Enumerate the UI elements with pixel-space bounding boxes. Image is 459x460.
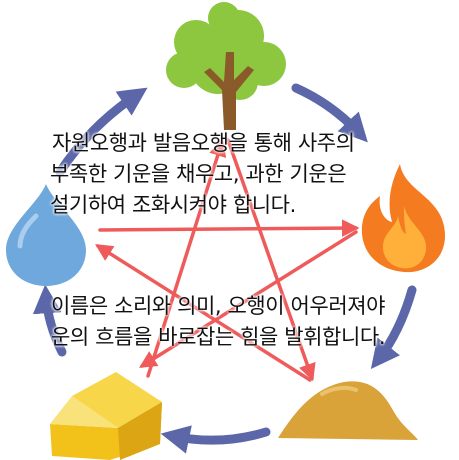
star-arrow-tree-to-earth — [226, 138, 316, 382]
caption-bottom: 이름은 소리와 의미, 오행이 어우러져야 운의 흐름을 바로잡는 힘을 발휘합… — [51, 291, 386, 353]
cycle-arrow-fire-to-earth — [370, 285, 417, 370]
star-arrow-fire-to-gold — [139, 230, 358, 368]
fire-icon — [361, 164, 445, 273]
cycle-arrow-tree-to-fire — [291, 83, 368, 143]
cycle-arrow-earth-to-gold — [160, 425, 271, 454]
caption-bottom-line-1: 이름은 소리와 의미, 오행이 어우러져야 — [51, 294, 386, 318]
cycle-arrow-water-to-tree — [55, 87, 148, 177]
gold-bar-icon — [50, 372, 162, 460]
earth-icon — [278, 381, 418, 440]
star-arrow-gold-to-tree — [146, 138, 227, 378]
caption-top: 자원오행과 발음오행을 통해 사주의 부족한 기운을 채우고, 과한 기운은 설… — [50, 128, 355, 221]
caption-top-line-2: 부족한 기운을 채우고, 과한 기운은 — [50, 162, 347, 186]
water-drop-icon — [6, 184, 86, 286]
caption-top-line-1: 자원오행과 발음오행을 통해 사주의 — [52, 131, 355, 155]
caption-bottom-line-2: 운의 흐름을 바로잡는 힘을 발휘합니다. — [51, 325, 386, 349]
generating-cycle-arrows — [32, 83, 417, 454]
tree-icon — [166, 2, 286, 130]
cycle-arrow-gold-to-water — [32, 284, 67, 357]
star-arrow-earth-to-water — [95, 244, 312, 382]
controlling-star-arrows — [95, 138, 360, 382]
star-arrow-water-to-fire — [98, 219, 360, 237]
caption-top-line-3: 설기하여 조화시켜야 합니다. — [50, 193, 296, 217]
